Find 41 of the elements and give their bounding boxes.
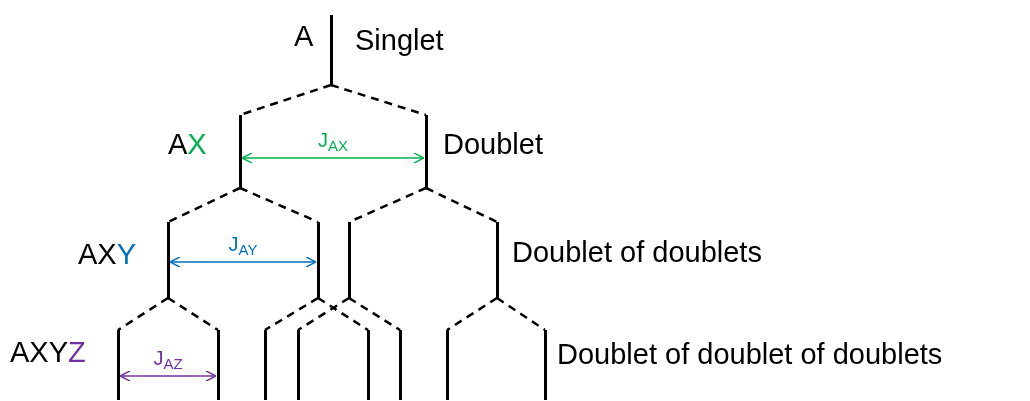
peak-line	[329, 15, 333, 85]
peak-line	[296, 330, 300, 400]
splitting-line	[446, 296, 498, 332]
splitting-line	[496, 296, 546, 332]
coupling-arrow	[119, 370, 217, 382]
splitting-line	[117, 296, 169, 332]
coupling-arrow	[169, 256, 317, 268]
splitting-line	[348, 296, 401, 332]
splitting-line	[330, 83, 427, 117]
peak-line	[166, 222, 170, 298]
peak-line	[238, 115, 242, 188]
peak-line	[347, 222, 351, 298]
spin-system-label: AXY	[78, 240, 137, 269]
multiplicity-label: Doublet	[443, 130, 543, 159]
peak-line	[424, 115, 428, 188]
peak-line	[116, 330, 120, 400]
spin-system-label: A	[294, 22, 314, 51]
peak-line	[445, 330, 449, 400]
peak-line	[398, 330, 402, 400]
edge-label: J$_{AY}$	[226, 234, 260, 254]
peak-line	[216, 330, 220, 400]
peak-line	[495, 222, 499, 298]
peak-line	[263, 330, 267, 400]
multiplicity-label: Doublet of doublet of doublets	[557, 340, 943, 369]
splitting-line	[239, 186, 319, 224]
splitting-line	[297, 296, 350, 332]
edge-label: J$_{AX}$	[316, 130, 350, 150]
splitting-line	[317, 296, 369, 332]
peak-line	[543, 330, 547, 400]
multiplicity-label: Singlet	[355, 26, 444, 55]
edge-label: J$_{AZ}$	[151, 348, 185, 368]
multiplicity-label: Doublet of doublets	[512, 238, 762, 267]
splitting-line	[167, 186, 241, 224]
peak-line	[366, 330, 370, 400]
spin-system-label: AXYZ	[10, 338, 86, 367]
coupling-arrow	[241, 152, 425, 164]
splitting-line	[167, 296, 219, 332]
spin-system-label: AX	[168, 130, 207, 159]
splitting-line	[425, 186, 498, 224]
splitting-line	[264, 296, 319, 332]
peak-line	[316, 222, 320, 298]
